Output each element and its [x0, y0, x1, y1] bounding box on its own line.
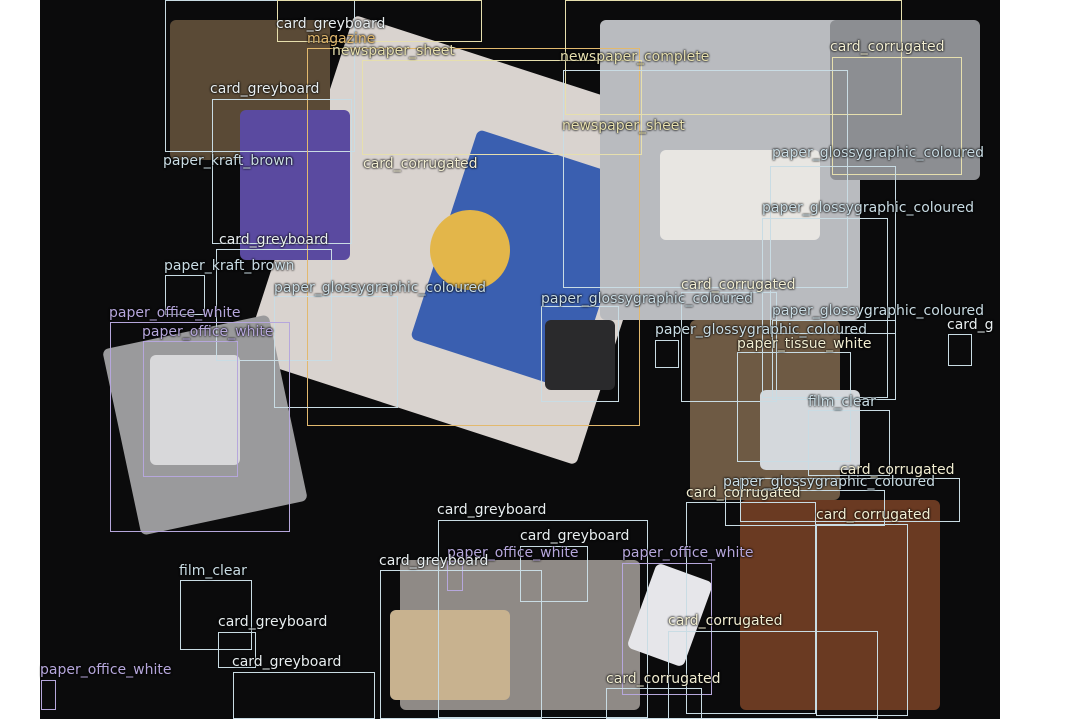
- label-card-greyboard: card_greyboard: [276, 16, 386, 32]
- label-paper-office-white: paper_office_white: [622, 545, 754, 561]
- bbox-card-corrugated-7: [606, 688, 702, 719]
- bbox-glossy-2: [762, 218, 888, 398]
- label-card-corrugated: card_corrugated: [686, 485, 801, 501]
- label-film-clear: film_clear: [179, 563, 247, 579]
- label-paper-kraft-brown: paper_kraft_brown: [163, 153, 294, 169]
- bbox-magazine: [307, 48, 640, 426]
- glossy-black-card: [545, 320, 615, 390]
- bbox-film-clear-1: [808, 410, 890, 476]
- label-paper-glossygraphic-coloured: paper_glossygraphic_coloured: [541, 291, 754, 307]
- label-paper-office-white: paper_office_white: [142, 324, 274, 340]
- bbox-card-greyboard-2: [277, 0, 482, 42]
- label-card-greyboard: card_greyboard: [437, 502, 547, 518]
- label-paper-office-white: paper_office_white: [40, 662, 172, 678]
- label-paper-glossygraphic-coloured: paper_glossygraphic_coloured: [723, 474, 936, 490]
- greyboard-pieces: [390, 610, 510, 700]
- label-card-corrugated: card_corrugated: [830, 39, 945, 55]
- label-paper-office-white: paper_office_white: [447, 545, 579, 561]
- label-card-g: card_g: [947, 317, 994, 333]
- bbox-office-white-3: [447, 561, 463, 591]
- label-paper-tissue-white: paper_tissue_white: [737, 336, 872, 352]
- label-card-corrugated: card_corrugated: [606, 671, 721, 687]
- bbox-card-greyboard-8: [218, 632, 256, 668]
- bbox-office-white-1: [110, 322, 290, 532]
- white-paper: [150, 355, 240, 465]
- label-card-corrugated: card_corrugated: [681, 277, 796, 293]
- bbox-card-greyboard-1: [165, 0, 355, 152]
- waste-image: [40, 0, 1000, 719]
- bbox-card-corrugated-1: [832, 57, 962, 175]
- label-card-corrugated: card_corrugated: [668, 613, 783, 629]
- bbox-glossy-6: [655, 340, 679, 368]
- white-bag: [760, 390, 860, 470]
- bbox-newspaper-sheet-1: [362, 60, 642, 155]
- bbox-card-corrugated-2: [681, 292, 777, 402]
- bbox-glossy-4: [541, 306, 619, 402]
- bbox-card-greyboard-9: [233, 672, 375, 719]
- label-paper-glossygraphic-coloured: paper_glossygraphic_coloured: [274, 280, 487, 296]
- label-paper-glossygraphic-coloured: paper_glossygraphic_coloured: [762, 200, 975, 216]
- newspaper-right: [830, 20, 980, 180]
- label-card-greyboard: card_greyboard: [232, 654, 342, 670]
- label-card-greyboard: card_greyboard: [520, 528, 630, 544]
- bbox-card-greyboard-6: [520, 546, 588, 602]
- bbox-kraft-2: [165, 275, 205, 315]
- label-card-corrugated: card_corrugated: [816, 507, 931, 523]
- label-newspaper-sheet: newspaper_sheet: [562, 118, 685, 134]
- label-paper-kraft-brown: paper_kraft_brown: [164, 258, 295, 274]
- bbox-film-clear-2: [180, 580, 252, 650]
- bbox-office-white-2: [143, 341, 238, 477]
- bbox-card-corrugated-4: [686, 502, 816, 714]
- label-paper-glossygraphic-coloured: paper_glossygraphic_coloured: [655, 322, 868, 338]
- bbox-office-white-4: [622, 563, 712, 695]
- label-newspaper-sheet: newspaper_sheet: [332, 43, 455, 59]
- label-paper-glossygraphic-coloured: paper_glossygraphic_coloured: [772, 303, 985, 319]
- newspaper-text: [660, 150, 820, 240]
- label-newspaper-complete: newspaper_complete: [560, 49, 710, 65]
- label-paper-glossygraphic-coloured: paper_glossygraphic_coloured: [772, 145, 985, 161]
- bbox-card-corrugated-3: [740, 478, 960, 522]
- bbox-office-white-5: [41, 680, 56, 710]
- label-card-greyboard: card_greyboard: [210, 81, 320, 97]
- bbox-glossy-7: [725, 490, 885, 526]
- label-card-greyboard: card_greyboard: [219, 232, 329, 248]
- orange-packaging: [740, 500, 940, 710]
- label-card-corrugated: card_corrugated: [363, 156, 478, 172]
- bbox-card-greyboard-5: [438, 520, 648, 718]
- bbox-newspaper-sheet-2: [563, 70, 848, 288]
- label-card-greyboard: card_greyboard: [218, 614, 328, 630]
- bbox-tissue-white: [737, 352, 851, 462]
- purple-bag: [240, 110, 350, 260]
- bbox-glossy-5: [772, 320, 896, 400]
- bbox-glossy-1: [770, 166, 896, 334]
- bbox-glossy-3: [274, 296, 398, 408]
- label-card-corrugated: card_corrugated: [840, 462, 955, 478]
- magazine-photo: [430, 210, 510, 290]
- bbox-card-corrugated-5: [816, 524, 908, 716]
- bbox-card-greyboard-7: [380, 570, 542, 719]
- label-film-clear: film_clear: [808, 394, 876, 410]
- bbox-card-greyboard-3: [212, 99, 352, 244]
- label-magazine: magazine: [307, 31, 376, 47]
- bbox-card-g: [948, 334, 972, 366]
- label-paper-office-white: paper_office_white: [109, 305, 241, 321]
- label-card-greyboard: card_greyboard: [379, 553, 489, 569]
